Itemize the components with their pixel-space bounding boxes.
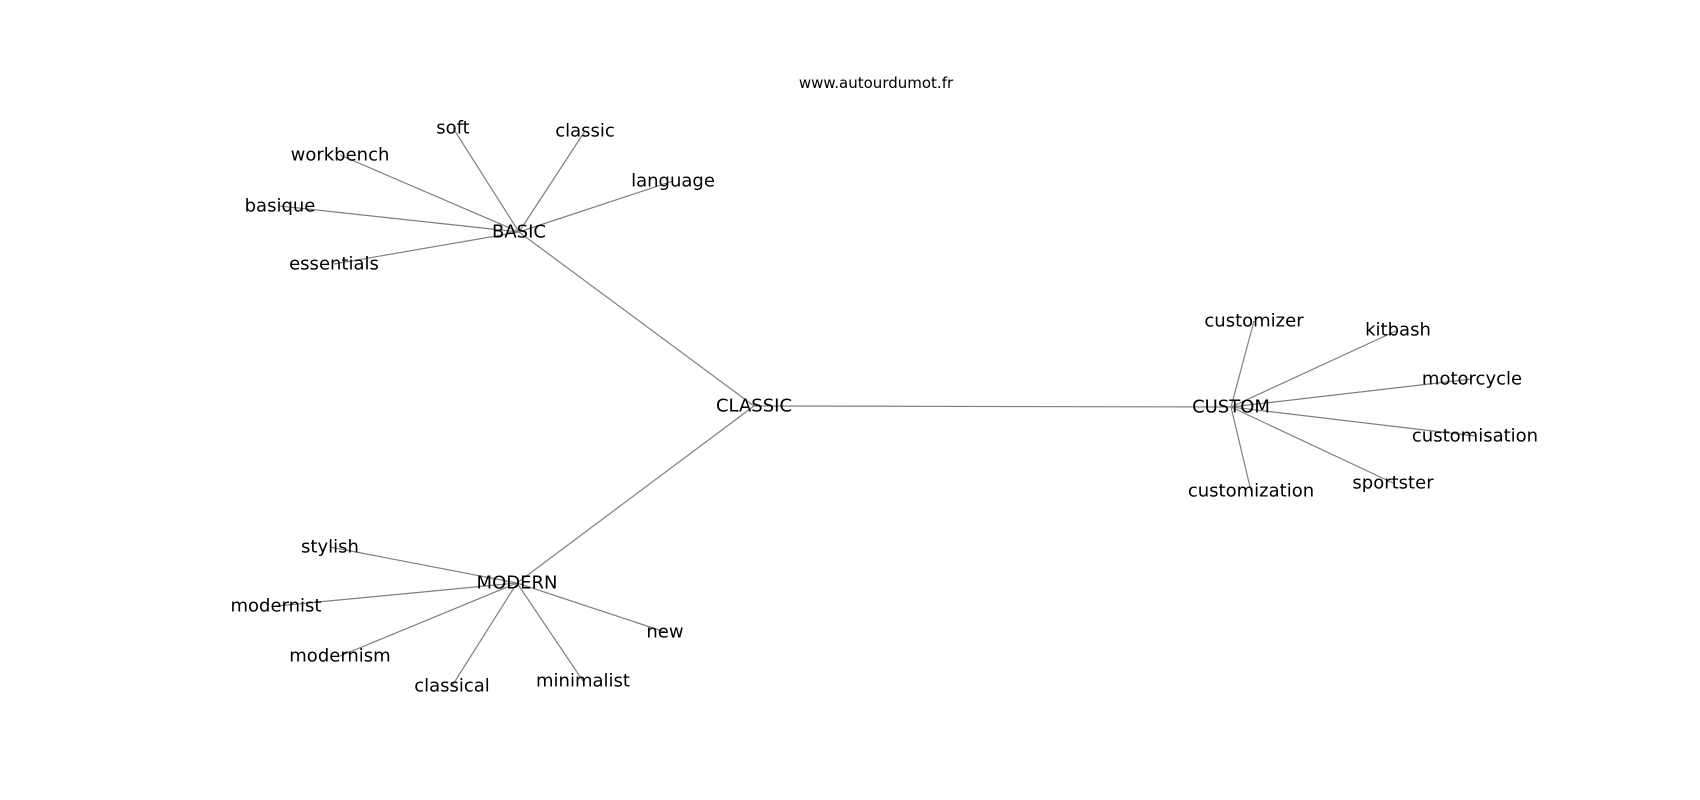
node-classic: classic	[555, 121, 615, 142]
node-classical: classical	[414, 676, 490, 697]
edge-modern-stylish	[329, 546, 518, 584]
edge-modern-minimalist	[516, 582, 584, 682]
node-basic: BASIC	[492, 222, 546, 243]
edge-custom-sportster	[1230, 406, 1394, 484]
node-custom: CUSTOM	[1192, 397, 1270, 418]
edge-modern-classical	[451, 582, 518, 687]
source-watermark: www.autourdumot.fr	[799, 74, 954, 92]
edge-modern-new	[516, 582, 666, 633]
node-sportster: sportster	[1352, 473, 1434, 494]
edge-basic-basique	[279, 205, 520, 233]
node-customisation: customisation	[1412, 426, 1538, 447]
edge-classic_center-basic	[518, 231, 755, 407]
edge-basic-workbench	[339, 154, 520, 233]
edge-custom-motorcycle	[1230, 378, 1473, 408]
node-modern: MODERN	[477, 573, 558, 594]
node-stylish: stylish	[301, 537, 359, 558]
graph-edges	[275, 127, 1476, 687]
node-customization: customization	[1188, 481, 1314, 502]
node-new: new	[646, 622, 683, 643]
node-modernist: modernist	[231, 596, 322, 617]
node-soft: soft	[436, 118, 469, 139]
edge-modern-modernism	[339, 582, 518, 657]
node-classic-center: CLASSIC	[716, 396, 792, 417]
node-workbench: workbench	[291, 145, 390, 166]
node-basique: basique	[245, 196, 316, 217]
edge-custom-customization	[1230, 406, 1252, 492]
node-customizer: customizer	[1204, 311, 1304, 332]
edge-basic-essentials	[333, 231, 520, 265]
node-minimalist: minimalist	[536, 671, 630, 692]
node-kitbash: kitbash	[1365, 320, 1431, 341]
edge-modern-modernist	[275, 582, 518, 607]
node-modernism: modernism	[289, 646, 390, 667]
edge-basic-soft	[452, 127, 520, 233]
edge-custom-kitbash	[1230, 329, 1399, 408]
graph-labels: CLASSIC BASIC MODERN CUSTOM soft classic workb…	[231, 118, 1539, 697]
edge-custom-customizer	[1230, 320, 1255, 408]
edge-custom-customisation	[1230, 406, 1476, 437]
edge-basic-language	[518, 180, 674, 233]
edge-classic_center-custom	[753, 405, 1232, 408]
node-motorcycle: motorcycle	[1422, 369, 1522, 390]
node-essentials: essentials	[289, 254, 379, 275]
node-language: language	[631, 171, 715, 192]
edge-basic-classic	[518, 130, 586, 233]
edge-classic_center-modern	[516, 405, 755, 584]
